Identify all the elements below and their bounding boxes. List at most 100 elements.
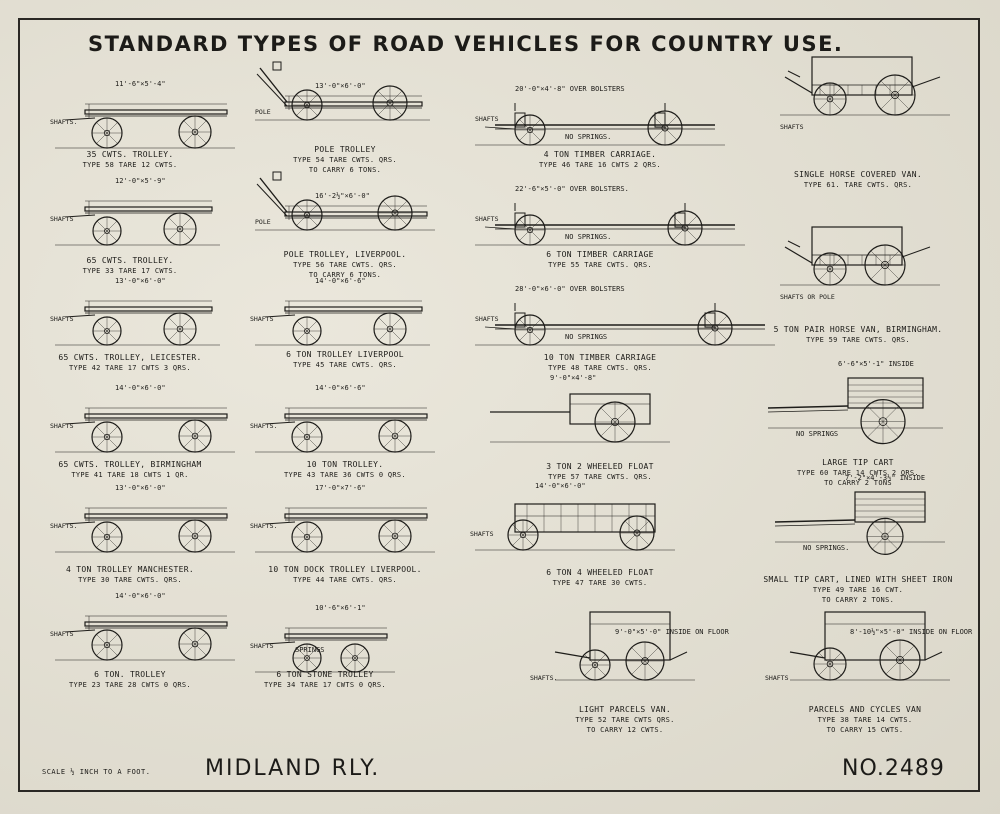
front-wheel bbox=[92, 216, 122, 246]
vehicle-type-tare: TYPE 38 TARE 14 CWTS. bbox=[817, 716, 913, 724]
vehicle-name: PARCELS AND CYCLES VAN bbox=[808, 705, 922, 714]
shafts-label: SHAFTS bbox=[780, 123, 804, 131]
vehicle-elevation bbox=[255, 407, 435, 453]
shafts-label: SHAFTS bbox=[50, 215, 74, 223]
vehicle-name: 6 TON TROLLEY LIVERPOOL bbox=[286, 350, 404, 359]
vehicle-name: 6 TON 4 WHEELED FLOAT bbox=[546, 568, 654, 577]
dimension-label: 20'-0"×4'-8" OVER BOLSTERS bbox=[515, 85, 625, 93]
vehicle-type-tare: TYPE 52 TARE CWTS QRS. bbox=[575, 716, 675, 724]
vehicle-caption: PARCELS AND CYCLES VAN TYPE 38 TARE 14 CW… bbox=[765, 705, 965, 735]
vehicle-caption: 4 TON TIMBER CARRIAGE.TYPE 46 TARE 16 CW… bbox=[500, 150, 700, 170]
vehicle-type-tare: TYPE 43 TARE 36 CWTS 0 QRS. bbox=[284, 471, 406, 479]
vehicle-name: 4 TON TIMBER CARRIAGE. bbox=[543, 150, 657, 159]
dimension-label: 13'-0"×6'-0" bbox=[115, 484, 166, 492]
front-wheel bbox=[291, 89, 323, 121]
front-wheel bbox=[91, 117, 123, 149]
dimension-label: 9'-0"×4'-8" bbox=[550, 374, 597, 382]
rear-wheel bbox=[178, 519, 212, 553]
rear-wheel bbox=[378, 519, 412, 553]
shafts-label: SHAFTS. bbox=[50, 522, 78, 530]
front-wheel bbox=[291, 199, 323, 231]
vehicle-elevation bbox=[255, 61, 430, 121]
rear-wheel bbox=[163, 212, 197, 246]
front-wheel bbox=[92, 316, 122, 346]
vehicle-type-tare: TYPE 60 TARE 14 CWTS 2 QRS. bbox=[797, 469, 919, 477]
rear-wheel bbox=[377, 195, 413, 231]
shafts-label: SHAFTS bbox=[50, 422, 74, 430]
vehicle-name: SMALL TIP CART, LINED WITH SHEET IRON bbox=[763, 575, 953, 584]
rear-wheel bbox=[625, 641, 665, 681]
vehicle-elevation bbox=[475, 303, 775, 346]
front-wheel bbox=[91, 421, 123, 453]
rear-wheel bbox=[874, 74, 916, 116]
springs-note: NO SPRINGS. bbox=[803, 544, 850, 552]
shafts-label: SHAFTS OR POLE bbox=[780, 293, 835, 301]
vehicle-type-tare: TYPE 59 TARE CWTS. QRS. bbox=[806, 336, 910, 344]
dimension-label: 14'-0"×6'-6" bbox=[315, 277, 366, 285]
vehicle-name: 3 TON 2 WHEELED FLOAT bbox=[546, 462, 654, 471]
vehicle-caption: 10 TON TROLLEY.TYPE 43 TARE 36 CWTS 0 QR… bbox=[245, 460, 445, 480]
front-wheel bbox=[91, 521, 123, 553]
vehicle-elevation bbox=[255, 627, 395, 673]
vehicle-name: 65 CWTS. TROLLEY. bbox=[86, 256, 174, 265]
shafts-label: SHAFTS. bbox=[530, 674, 558, 682]
dimension-label: 22'-6"×5'-0" OVER BOLSTERS. bbox=[515, 185, 629, 193]
vehicle-name: 6 TON STONE TROLLEY bbox=[276, 670, 374, 679]
vehicle-elevation bbox=[55, 103, 235, 149]
dimension-label: 14'-0"×6'-0" bbox=[115, 384, 166, 392]
vehicle-elevation bbox=[789, 611, 950, 681]
vehicle-name: 10 TON DOCK TROLLEY LIVERPOOL. bbox=[268, 565, 422, 574]
vehicle-caption: 3 TON 2 WHEELED FLOAT TYPE 57 TARE CWTS. … bbox=[500, 462, 700, 482]
rear-wheel bbox=[697, 310, 733, 346]
shafts-label: SHAFTS bbox=[50, 630, 74, 638]
vehicle-caption: LIGHT PARCELS VAN. TYPE 52 TARE CWTS QRS.… bbox=[525, 705, 725, 735]
vehicle-type-tare: TYPE 57 TARE CWTS. QRS. bbox=[548, 473, 652, 481]
railway-name: MIDLAND RLY. bbox=[205, 756, 381, 781]
vehicle-name: SINGLE HORSE COVERED VAN. bbox=[794, 170, 922, 179]
vehicle-caption: POLE TROLLEY, LIVERPOOL. TYPE 56 TARE CWT… bbox=[245, 250, 445, 280]
front-wheel bbox=[91, 629, 123, 661]
vehicle-elevation bbox=[475, 203, 745, 246]
front-wheel bbox=[507, 519, 539, 551]
vehicle-name: LIGHT PARCELS VAN. bbox=[578, 705, 672, 714]
vehicle-caption: 10 TON DOCK TROLLEY LIVERPOOL.TYPE 44 TA… bbox=[245, 565, 445, 585]
dimension-label: 13'-0"×6'-0" bbox=[115, 277, 166, 285]
vehicle-name: 5 TON PAIR HORSE VAN, BIRMINGHAM. bbox=[773, 325, 943, 334]
dimension-label: 10'-6"×6'-1" bbox=[315, 604, 366, 612]
vehicle-type-tare: TYPE 33 TARE 17 CWTS. bbox=[82, 267, 178, 275]
dimension-label: 7'-2"×4'-3½" INSIDE bbox=[845, 474, 926, 482]
vehicle-capacity: TO CARRY 6 TONS. bbox=[308, 271, 382, 279]
vehicle-capacity: TO CARRY 2 TONS. bbox=[821, 596, 895, 604]
rear-wheel bbox=[619, 515, 655, 551]
shafts-label: SHAFTS. bbox=[250, 422, 278, 430]
dimension-label: 9'-0"×5'-0" INSIDE ON FLOOR bbox=[615, 628, 729, 636]
vehicle-type-tare: TYPE 56 TARE CWTS. QRS. bbox=[293, 261, 397, 269]
vehicle-elevation bbox=[490, 393, 670, 443]
dimension-label: 17'-0"×7'-6" bbox=[315, 484, 366, 492]
scale-note: SCALE ½ INCH TO A FOOT. bbox=[42, 768, 151, 776]
rear-wheel bbox=[864, 244, 906, 286]
shafts-label: SHAFTS bbox=[250, 315, 274, 323]
springs-note: NO SPRINGS. bbox=[565, 233, 612, 241]
front-wheel bbox=[514, 314, 546, 346]
dimension-label: 14'-0"×6'-0" bbox=[115, 592, 166, 600]
vehicle-elevation bbox=[55, 615, 235, 661]
vehicle-elevation bbox=[475, 103, 725, 146]
drawing-number: NO.2489 bbox=[842, 756, 945, 781]
front-wheel bbox=[291, 521, 323, 553]
dimension-label: 14'-0"×6'-6" bbox=[315, 384, 366, 392]
vehicle-name: POLE TROLLEY, LIVERPOOL. bbox=[283, 250, 407, 259]
vehicle-type-tare: TYPE 30 TARE CWTS. QRS. bbox=[78, 576, 182, 584]
vehicle-elevation bbox=[255, 507, 435, 553]
drawing-title: STANDARD TYPES OF ROAD VEHICLES FOR COUN… bbox=[88, 32, 844, 56]
dimension-label: 16'-2½"×6'-0" bbox=[315, 192, 370, 200]
front-wheel bbox=[813, 82, 847, 116]
float-wheel bbox=[594, 401, 636, 443]
vehicle-name: 6 TON. TROLLEY bbox=[94, 670, 166, 679]
front-wheel bbox=[514, 214, 546, 246]
